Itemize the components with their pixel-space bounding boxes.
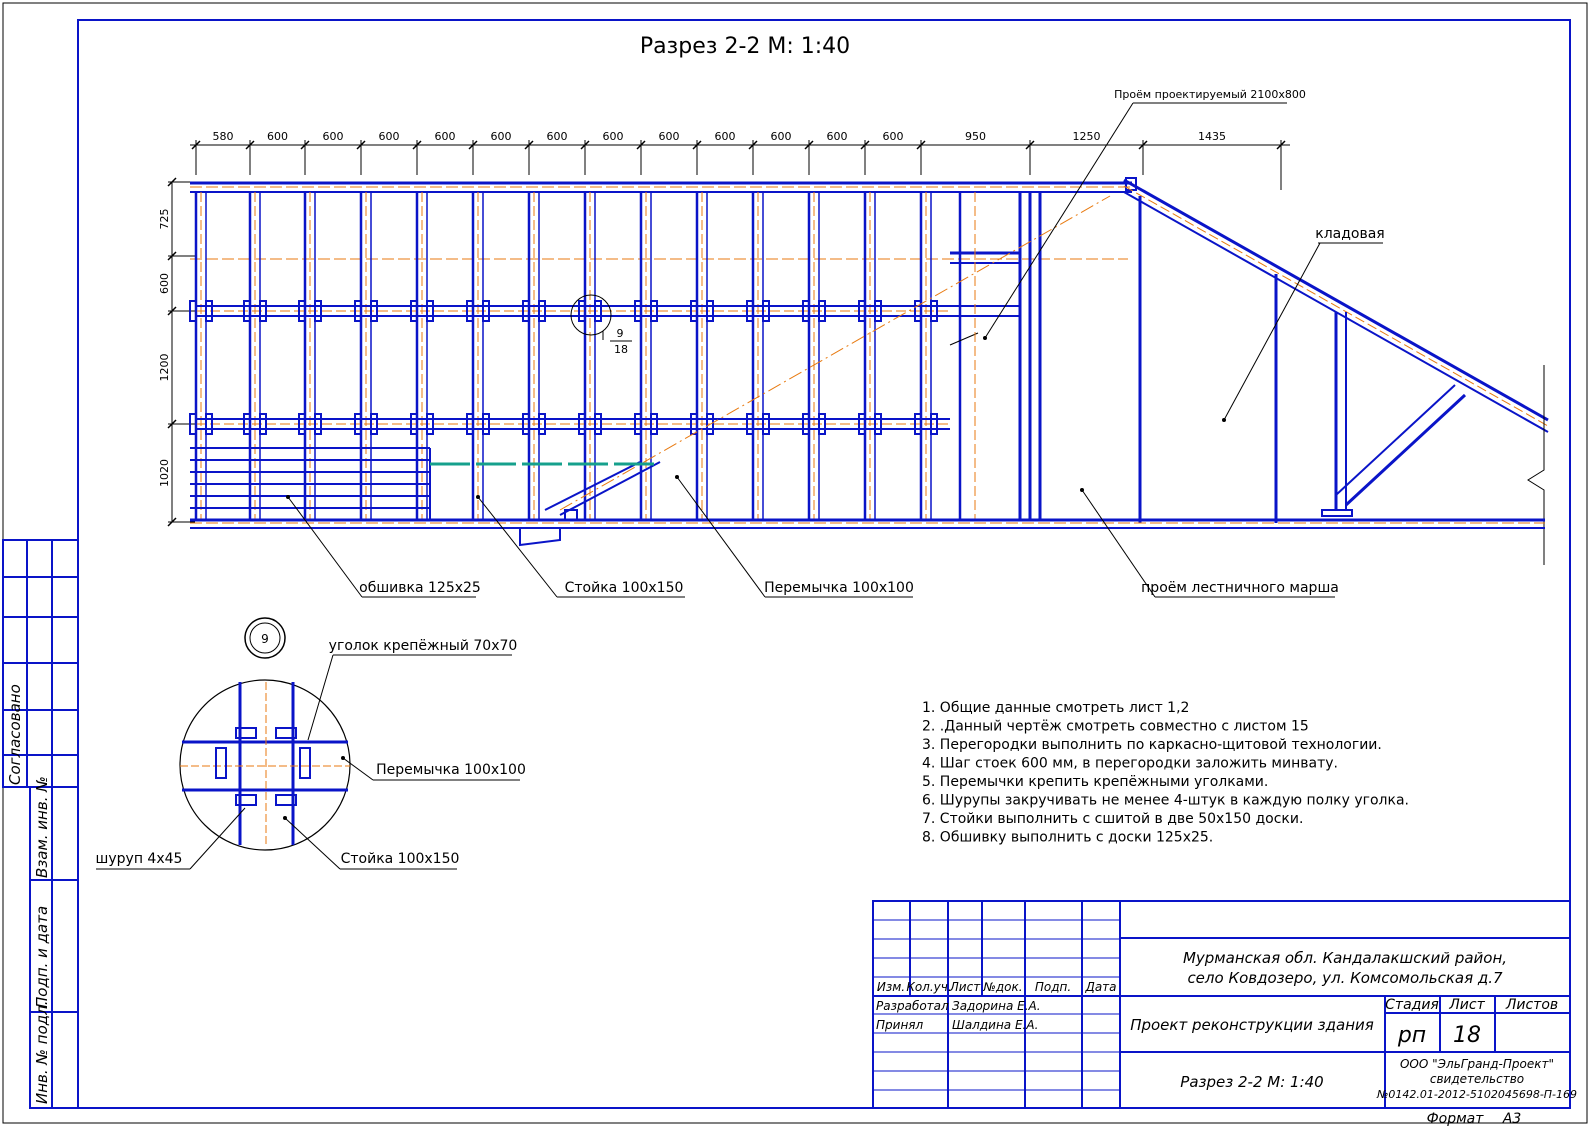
sheet-value: 18: [1453, 1023, 1481, 1048]
stamp-inv-orig: Инв. № подл.: [33, 1001, 51, 1104]
detail-lintel: Перемычка 100х100: [376, 762, 526, 778]
side-dimension-label: 1200: [158, 354, 171, 382]
callout-lintel: Перемычка 100х100: [764, 580, 914, 596]
side-dimension-label: 725: [158, 209, 171, 230]
callout-cladding: обшивка 125х25: [359, 580, 481, 596]
note-line: 5. Перемычки крепить крепёжными уголками…: [922, 774, 1268, 790]
accepted-name: Шалдина Е.А.: [952, 1018, 1038, 1032]
floor-line: [190, 518, 1545, 547]
stair-flight: [430, 195, 1111, 521]
note-line: 2. .Данный чертёж смотреть совместно с л…: [922, 719, 1309, 735]
cladding-boards: [190, 447, 431, 521]
top-dimension-label: 600: [547, 130, 568, 143]
top-dimension-label: 600: [883, 130, 904, 143]
note-line: 6. Шурупы закручивать не менее 4-штук в …: [922, 793, 1409, 809]
callout-opening: Проём проектируемый 2100х800: [1114, 88, 1306, 101]
callouts: Проём проектируемый 2100х800 кладовая об…: [286, 88, 1385, 598]
sheets-label: Листов: [1505, 997, 1558, 1013]
detail-reference-marker: 9 18: [570, 294, 632, 356]
top-dimension-label: 950: [965, 130, 986, 143]
detail-9: 9 уголок крепёжный 70х70 Перемычка 100х1…: [96, 617, 526, 870]
title-block-header: Лист: [949, 980, 981, 994]
stage-label: Стадия: [1385, 997, 1439, 1013]
format-value: А3: [1502, 1111, 1521, 1127]
general-notes: 1. Общие данные смотреть лист 1,2 2. .Дан…: [922, 700, 1409, 846]
top-dimension-label: 600: [435, 130, 456, 143]
drawing-title: Разрез 2-2 М: 1:40: [640, 34, 850, 59]
top-dimension-label: 600: [491, 130, 512, 143]
top-dimension-label: 600: [659, 130, 680, 143]
side-stamp: [2, 539, 79, 1109]
side-dimension-chain: 725 600 1200 1020: [158, 177, 195, 527]
callout-storage: кладовая: [1315, 226, 1384, 242]
note-line: 8. Обшивку выполнить с доски 125х25.: [922, 830, 1213, 846]
sheet-title: Разрез 2-2 М: 1:40: [1180, 1073, 1323, 1091]
top-dimension-label: 600: [379, 130, 400, 143]
sheet-label: Лист: [1448, 997, 1485, 1013]
stage-value: рп: [1397, 1023, 1426, 1048]
top-dimension-chain: 580 600 600 600 600 600 600 600 600 600 600 600 600 9…: [190, 130, 1290, 190]
top-dimension-label: 1435: [1198, 130, 1226, 143]
note-line: 4. Шаг стоек 600 мм, в перегородки залож…: [922, 756, 1338, 772]
top-dimension-label: 600: [603, 130, 624, 143]
partition-frame: [189, 177, 1137, 520]
detail-ref-sheet: 18: [614, 343, 628, 356]
address-line1: Мурманская обл. Кандалакшский район,: [1183, 949, 1507, 967]
detail-screw: шуруп 4х45: [96, 851, 183, 867]
detail-ref-number: 9: [617, 327, 624, 340]
title-block-header: Дата: [1084, 980, 1116, 994]
top-dimension-label: 600: [827, 130, 848, 143]
stamp-replaced-inv: Взам. инв. №: [33, 776, 51, 878]
note-line: 1. Общие данные смотреть лист 1,2: [922, 700, 1189, 716]
note-line: 3. Перегородки выполнить по каркасно-щит…: [922, 737, 1382, 753]
top-dimension-label: 600: [771, 130, 792, 143]
stamp-sign-date: Подп. и дата: [33, 906, 51, 1008]
roof-structure: [1123, 178, 1549, 565]
developed-name: Задорина Е.А.: [952, 999, 1041, 1013]
company-line3: №0142.01-2012-5102045698-П-169: [1376, 1088, 1577, 1101]
title-block-header: Подп.: [1035, 980, 1071, 994]
callout-stair-opening: проём лестничного марша: [1141, 580, 1339, 596]
detail-number: 9: [261, 632, 269, 646]
stamp-agreed: Согласовано: [6, 684, 24, 785]
top-dimension-label: 580: [213, 130, 234, 143]
detail-post: Стойка 100х150: [341, 851, 460, 867]
detail-angle-bracket: уголок крепёжный 70х70: [329, 638, 518, 654]
company-line2: свидетельство: [1430, 1072, 1524, 1086]
address-line2: село Ковдозеро, ул. Комсомольская д.7: [1187, 969, 1503, 987]
title-block-header: №док.: [982, 980, 1022, 994]
title-block-header: Кол.уч.: [906, 980, 951, 994]
title-block-header: Изм.: [877, 980, 905, 994]
callout-post: Стойка 100х150: [565, 580, 684, 596]
top-dimension-label: 600: [323, 130, 344, 143]
side-dimension-label: 600: [158, 273, 171, 294]
top-dimension-label: 1250: [1073, 130, 1101, 143]
top-dimension-label: 600: [267, 130, 288, 143]
top-dimension-label: 600: [715, 130, 736, 143]
side-dimension-label: 1020: [158, 459, 171, 487]
note-line: 7. Стойки выполнить с сшитой в две 50х15…: [922, 811, 1303, 827]
company-line1: ООО "ЭльГранд-Проект": [1400, 1057, 1554, 1071]
developed-label: Разработал: [876, 999, 949, 1013]
accepted-label: Принял: [876, 1018, 924, 1032]
project-name: Проект реконструкции здания: [1130, 1016, 1374, 1034]
format-label: Формат: [1427, 1111, 1485, 1127]
